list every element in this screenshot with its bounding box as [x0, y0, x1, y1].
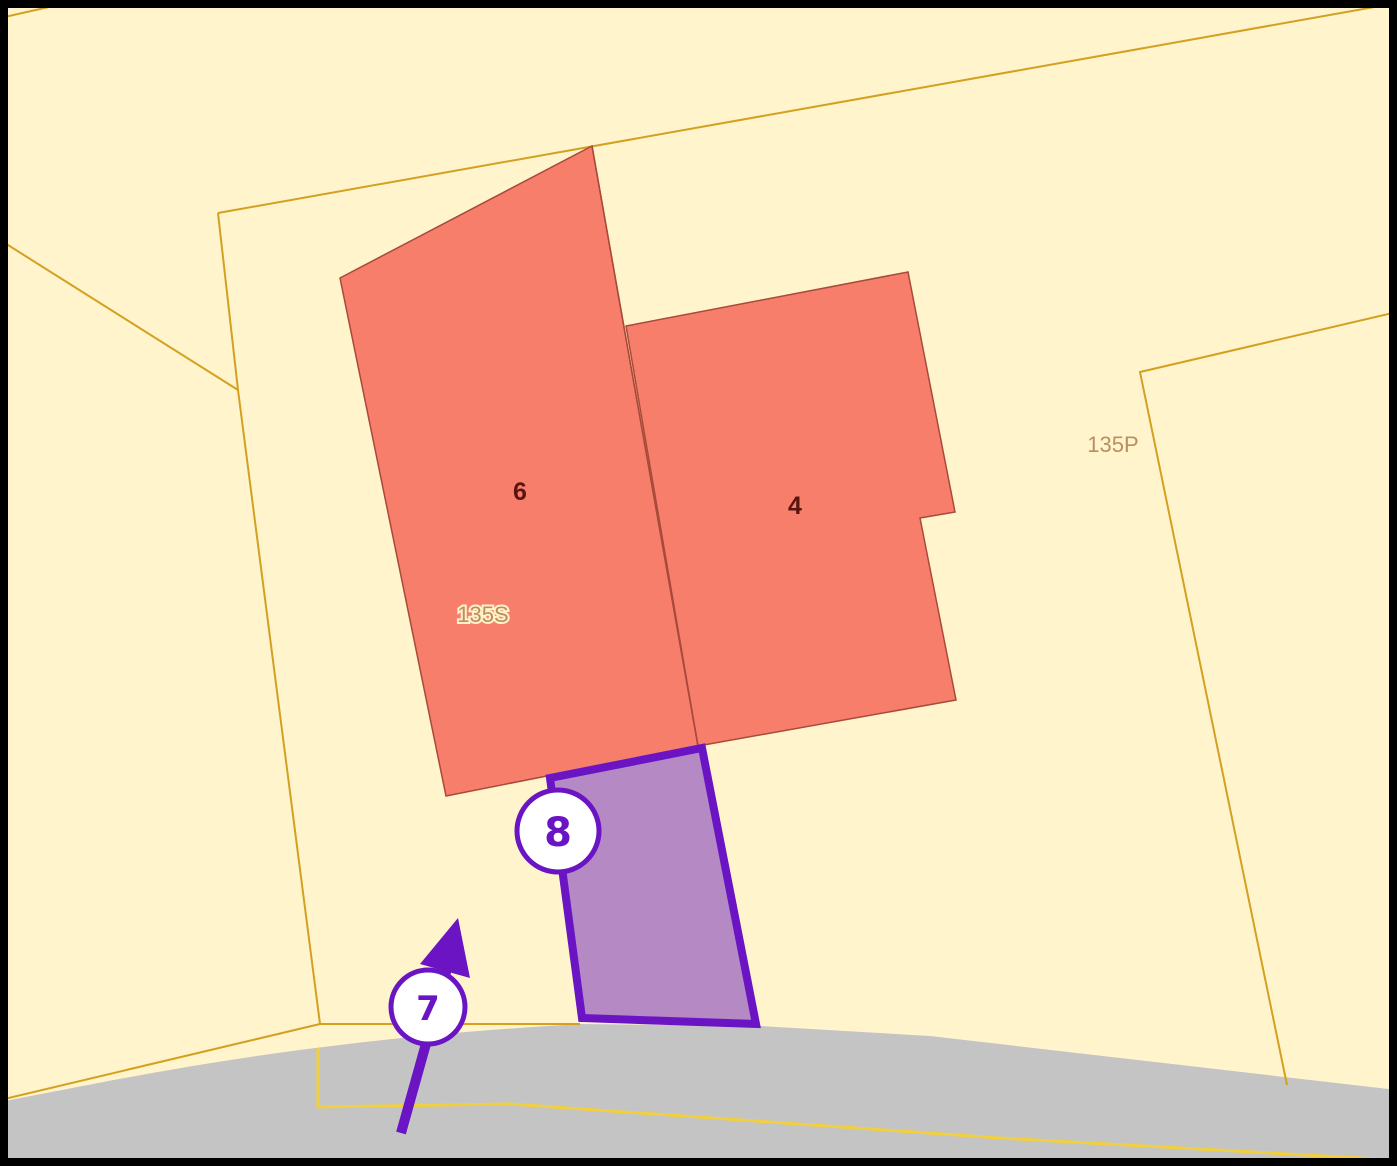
marker-8[interactable]: 8	[514, 787, 602, 875]
marker-8-number: 8	[544, 810, 572, 856]
building-house-6[interactable]	[340, 146, 698, 796]
marker-8-circle	[514, 787, 602, 875]
parcel-line-west-inner	[217, 212, 239, 391]
house-number-6: 6	[513, 478, 527, 506]
parcel-line-east	[1138, 311, 1397, 1086]
parcel-line-north	[217, 2, 1397, 214]
highlighted-area-8-outline	[545, 743, 761, 1029]
highlighted-area-8[interactable]	[550, 748, 756, 1024]
parcel-boundaries	[0, 0, 1397, 1101]
road	[0, 1024, 1397, 1166]
parcel-line-west	[237, 389, 321, 1025]
building-house-4[interactable]	[626, 272, 956, 746]
road-edge-line	[316, 1048, 1397, 1162]
house-number-4: 4	[788, 492, 802, 520]
viewpoint-arrow-head	[420, 918, 470, 978]
marker-7-circle	[388, 967, 468, 1047]
parcel-line-west-diagonal	[0, 239, 239, 391]
parcel-label-135s: 135S	[457, 602, 508, 627]
parcel-line-southwest	[0, 1023, 321, 1101]
marker-7[interactable]: 7	[388, 967, 468, 1047]
marker-7-number: 7	[416, 989, 440, 1029]
parcel-label-135p: 135P	[1087, 432, 1138, 457]
